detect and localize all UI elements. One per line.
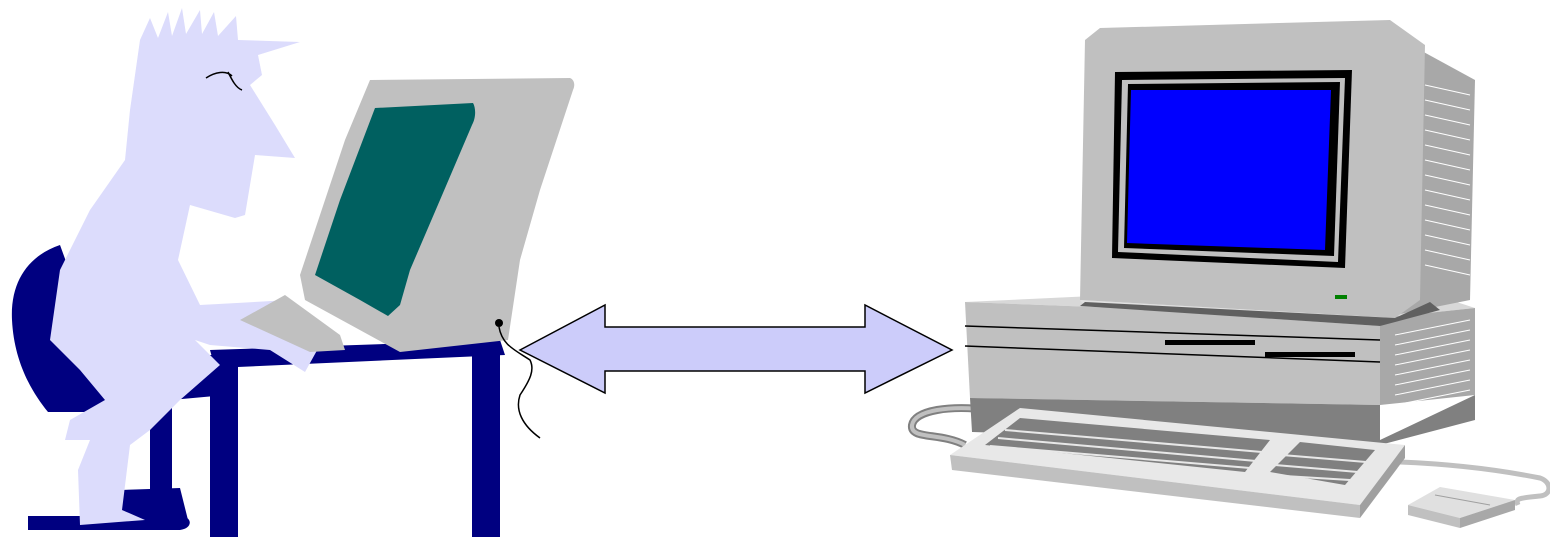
keyboard-icon (950, 408, 1405, 518)
person-icon (50, 8, 320, 525)
desk-icon (210, 340, 505, 537)
monitor-icon (1080, 20, 1475, 326)
person-at-terminal-group (11, 8, 575, 537)
double-headed-arrow-icon (518, 303, 954, 395)
monitor-screen (1127, 90, 1331, 250)
desktop-computer-group (908, 20, 1550, 528)
power-led-icon (1335, 295, 1347, 299)
mouse-icon (1408, 487, 1515, 528)
terminal-monitor-icon (240, 78, 575, 439)
